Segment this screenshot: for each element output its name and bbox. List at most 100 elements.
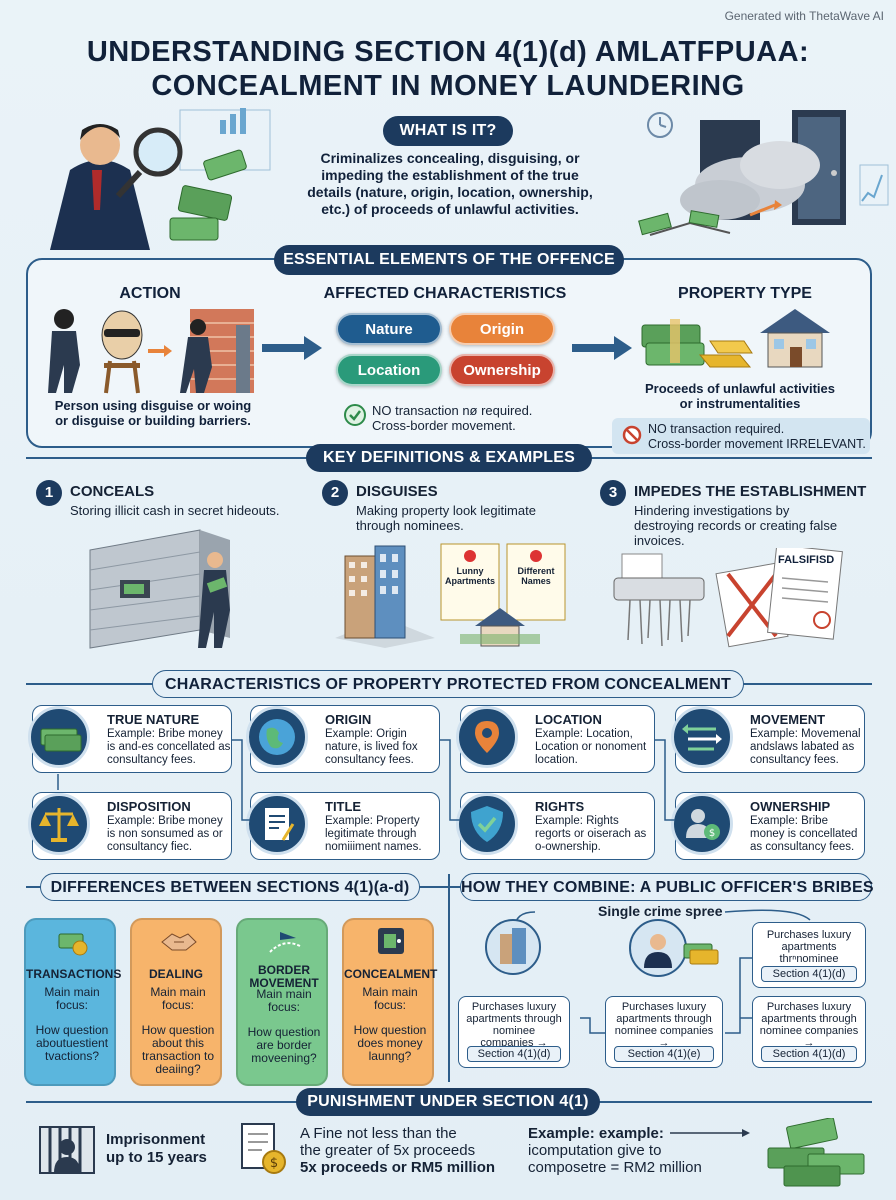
svg-text:$: $: [270, 1156, 278, 1171]
protected-text: Example: Movemenal andslaws labated as c…: [750, 728, 861, 766]
fine-document-icon: $: [241, 1123, 286, 1174]
shield-check-icon: [456, 793, 518, 855]
globe-icon: [246, 706, 308, 768]
diff-focus: Main main focus:: [362, 985, 418, 1012]
safe-icon: [378, 928, 404, 954]
arrow-characteristics-to-property: [572, 336, 632, 360]
watermark: Generated with ThetaWave AI: [724, 9, 884, 23]
diff-question: How question does money launng?: [353, 1023, 427, 1063]
vertical-divider: [448, 874, 450, 1082]
diff-question: How question are border moveening?: [247, 1025, 321, 1065]
doc2-line2: Names: [521, 576, 551, 586]
combine-box-section: Section 4(1)(d): [761, 966, 857, 982]
chip-ownership: Ownership: [449, 354, 555, 386]
diff-title: BORDER MOVEMENT: [249, 963, 319, 990]
diff-title: CONCEALMENT: [344, 967, 438, 981]
protected-title: TRUE NATURE: [107, 712, 200, 727]
prison-bars-icon: [39, 1126, 95, 1174]
protected-text: Example: Property legitimate through nom…: [325, 815, 422, 853]
what-is-it-text: Criminalizes concealing, disguising, or …: [307, 150, 593, 217]
prohibited-icon: [622, 425, 642, 445]
protected-title: MOVEMENT: [750, 712, 826, 727]
investigator-illustration: [50, 108, 271, 250]
diff-card-border-movement: BORDER MOVEMENT Main main focus: How que…: [236, 918, 328, 1086]
combine-box-1: Purchases luxury apartments through nomi…: [458, 996, 570, 1068]
protected-text: Example: Origin nature, is lived fox con…: [325, 728, 418, 766]
svg-text:$: $: [709, 828, 715, 839]
property-note-box: [612, 418, 870, 454]
protected-title: TITLE: [325, 799, 362, 814]
characteristics-note-line1: NO transaction nø required.: [372, 403, 533, 418]
definition-number-1: 1: [36, 480, 62, 506]
doc1-line1: Lunny: [456, 566, 484, 576]
property-note-line1: NO transaction required.: [648, 422, 785, 436]
characteristics-title: AFFECTED CHARACTERISTICS: [323, 285, 567, 302]
prison-line1: Imprisonment: [106, 1131, 206, 1148]
characteristics-note-line2: Cross-border movement.: [372, 418, 516, 433]
example-line1: Example: example:: [528, 1125, 664, 1142]
protected-title: OWNERSHIP: [750, 799, 831, 814]
crime-spree-label: Single crime spree: [598, 903, 723, 919]
what-is-it-heading: WHAT IS IT?: [383, 116, 513, 146]
chip-nature: Nature: [336, 313, 442, 345]
smoke-door-illustration: [638, 110, 889, 236]
arrow-action-to-characteristics: [262, 336, 322, 360]
cash-icon: [28, 706, 90, 768]
example-line3: composetre = RM2 million: [528, 1159, 702, 1176]
combine-box-section: Section 4(1)(e): [614, 1046, 714, 1062]
combine-box-text: Purchases luxury apartments through nomi…: [759, 1001, 859, 1049]
definition-text-1: Storing illicit cash in secret hideouts.: [70, 503, 280, 518]
combine-box-section: Section 4(1)(d): [761, 1046, 857, 1062]
deed-document-icon: [246, 793, 308, 855]
protected-title: LOCATION: [535, 712, 602, 727]
scales-icon: [28, 793, 90, 855]
definition-number-2: 2: [322, 480, 348, 506]
diff-focus: Main main focus:: [256, 987, 312, 1014]
fine-line1: A Fine not less than the: [300, 1125, 457, 1142]
officer-icon: [629, 919, 719, 977]
diff-card-transactions: TRANSACTIONS Main main focus: How questi…: [24, 918, 122, 1086]
shredder-invoice-illustration: [613, 548, 843, 648]
protected-title: ORIGIN: [325, 712, 372, 727]
protected-text: Example: Location, Location or nonoment …: [535, 728, 647, 766]
combine-box-4: Purchases luxury apartments through nomi…: [752, 996, 866, 1068]
owner-dollar-icon: $: [671, 793, 733, 855]
protected-text: Example: Rights regorts or oiserach as o…: [535, 815, 647, 853]
falsified-stamp: FALSIFISD: [778, 554, 835, 566]
definition-text-2: Making property look legitimate through …: [356, 503, 536, 533]
check-icon: [344, 404, 366, 426]
buildings-documents-illustration: [335, 543, 566, 648]
punishment-heading: PUNISHMENT UNDER SECTION 4(1): [296, 1088, 600, 1116]
movement-arrows-icon: [671, 706, 733, 768]
action-title: ACTION: [119, 285, 181, 302]
cash-coin-icon: [58, 933, 88, 956]
diff-title: TRANSACTIONS: [26, 967, 122, 981]
protected-text: Example: Bribe money is concellated as c…: [750, 815, 858, 853]
fine-line3: 5x proceeds or RM5 million: [300, 1159, 496, 1176]
buildings-icon: [485, 919, 541, 975]
action-text: Person using disguise or woing or disgui…: [54, 398, 252, 428]
definition-title-1: CONCEALS: [70, 483, 155, 500]
chip-location: Location: [336, 354, 442, 386]
diff-title: DEALING: [149, 967, 203, 981]
combine-box-2: Purchases luxury apartments through nomi…: [605, 996, 723, 1068]
example-arrow: [670, 1129, 750, 1137]
diff-focus: Main main focus:: [44, 985, 100, 1012]
protected-text: Example: Bribe money is and-es concellat…: [107, 728, 231, 766]
example-line2: icomputation give to: [528, 1142, 662, 1159]
page-title-line1: UNDERSTANDING SECTION 4(1)(d) AMLATFPUAA…: [86, 36, 810, 68]
definition-text-3: Hindering investigations by destroying r…: [634, 503, 838, 548]
definition-number-3: 3: [600, 480, 626, 506]
combine-box-section: Section 4(1)(d): [467, 1046, 561, 1062]
page-title-line2: CONCEALMENT IN MONEY LAUNDERING: [151, 70, 745, 102]
wall-hideout-illustration: [89, 529, 230, 649]
protected-heading: CHARACTERISTICS OF PROPERTY PROTECTED FR…: [152, 670, 744, 698]
combine-heading: HOW THEY COMBINE: A PUBLIC OFFICER'S BRI…: [460, 873, 874, 901]
property-title: PROPERTY TYPE: [678, 285, 812, 302]
protected-title: DISPOSITION: [107, 799, 191, 814]
handshake-icon: [161, 933, 197, 951]
diff-question: How question about this transaction to d…: [141, 1023, 215, 1076]
combine-box-text: Purchases luxury apartments through nomi…: [614, 1001, 714, 1049]
diff-question: How question aboutuestient tvactions?: [35, 1023, 109, 1063]
location-pin-icon: [456, 706, 518, 768]
